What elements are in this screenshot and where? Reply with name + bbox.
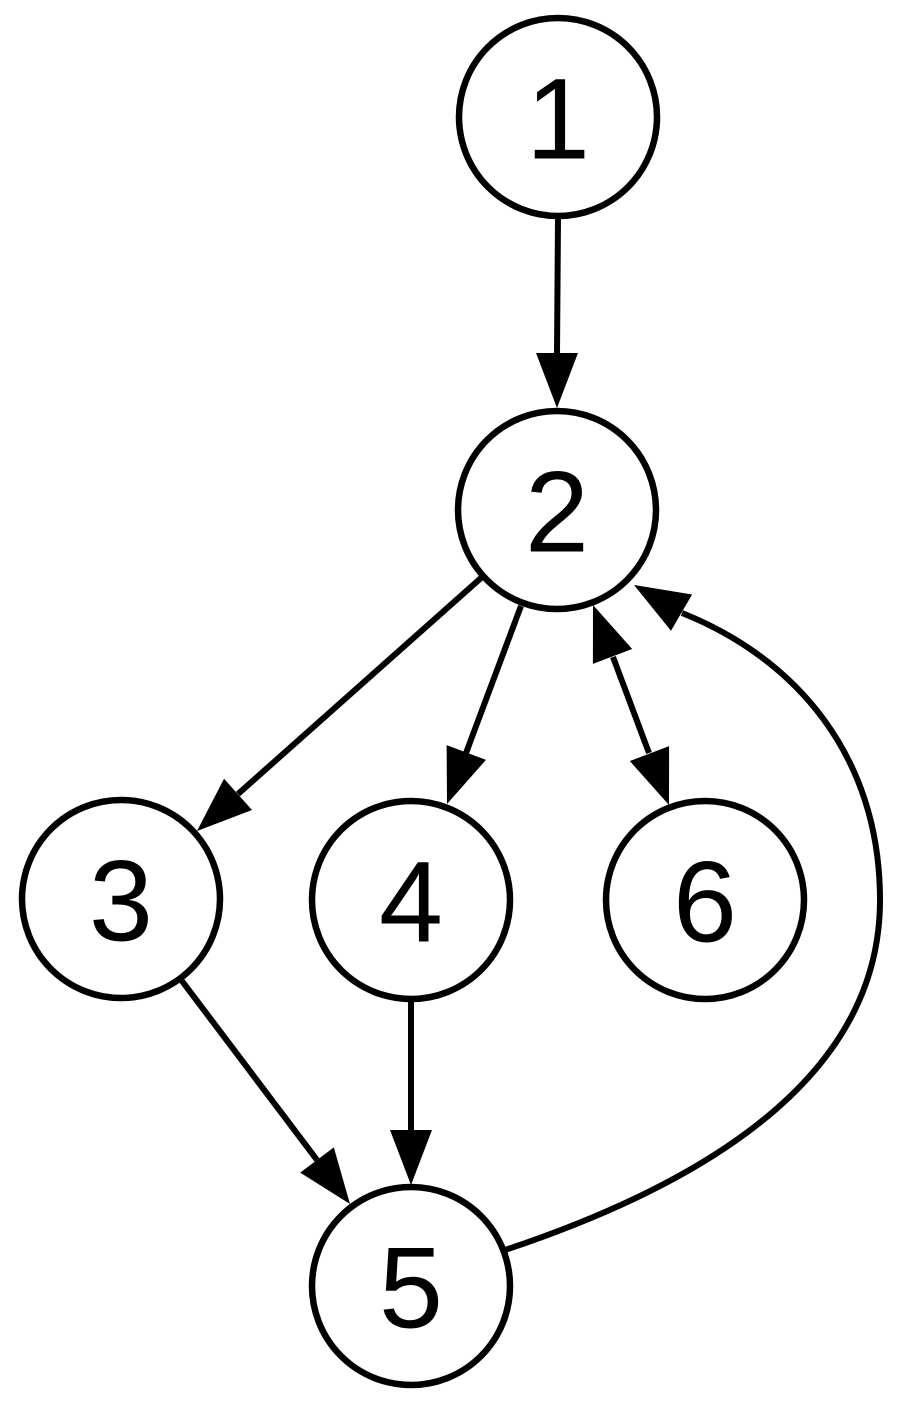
- edge-2-6-bidirectional: [610, 655, 652, 755]
- arrowhead-edge-2-6-bidirectional: [629, 746, 670, 805]
- edge-2-4: [463, 604, 524, 755]
- node-circle-1: [455, 14, 661, 220]
- node-label-5: 5: [379, 1224, 443, 1352]
- node-label-2: 2: [525, 448, 589, 576]
- node-circle-2: [454, 407, 660, 613]
- edge-5-2: [504, 610, 884, 1253]
- arrowhead-edge-5-2: [634, 585, 693, 631]
- arrowhead-edge-2-6-bidirectional: [592, 605, 633, 664]
- node-circle-6: [602, 797, 808, 1003]
- node-label-6: 6: [673, 838, 737, 966]
- node-label-1: 1: [526, 55, 590, 183]
- node-label-3: 3: [89, 837, 153, 965]
- node-circle-4: [308, 797, 514, 1003]
- edge-2-3: [236, 575, 483, 797]
- node-label-4: 4: [379, 838, 443, 966]
- arrowhead-edge-3-5: [300, 1147, 350, 1204]
- arrowhead-edge-4-5: [390, 1130, 432, 1185]
- edge-3-5: [179, 979, 320, 1162]
- arrowhead-edge-1-2: [536, 353, 578, 408]
- edge-1-2: [554, 218, 561, 355]
- arrowhead-edge-2-4: [446, 745, 486, 804]
- arrowhead-edge-2-3: [197, 778, 253, 831]
- node-circle-5: [308, 1183, 514, 1389]
- node-circle-3: [18, 796, 224, 1002]
